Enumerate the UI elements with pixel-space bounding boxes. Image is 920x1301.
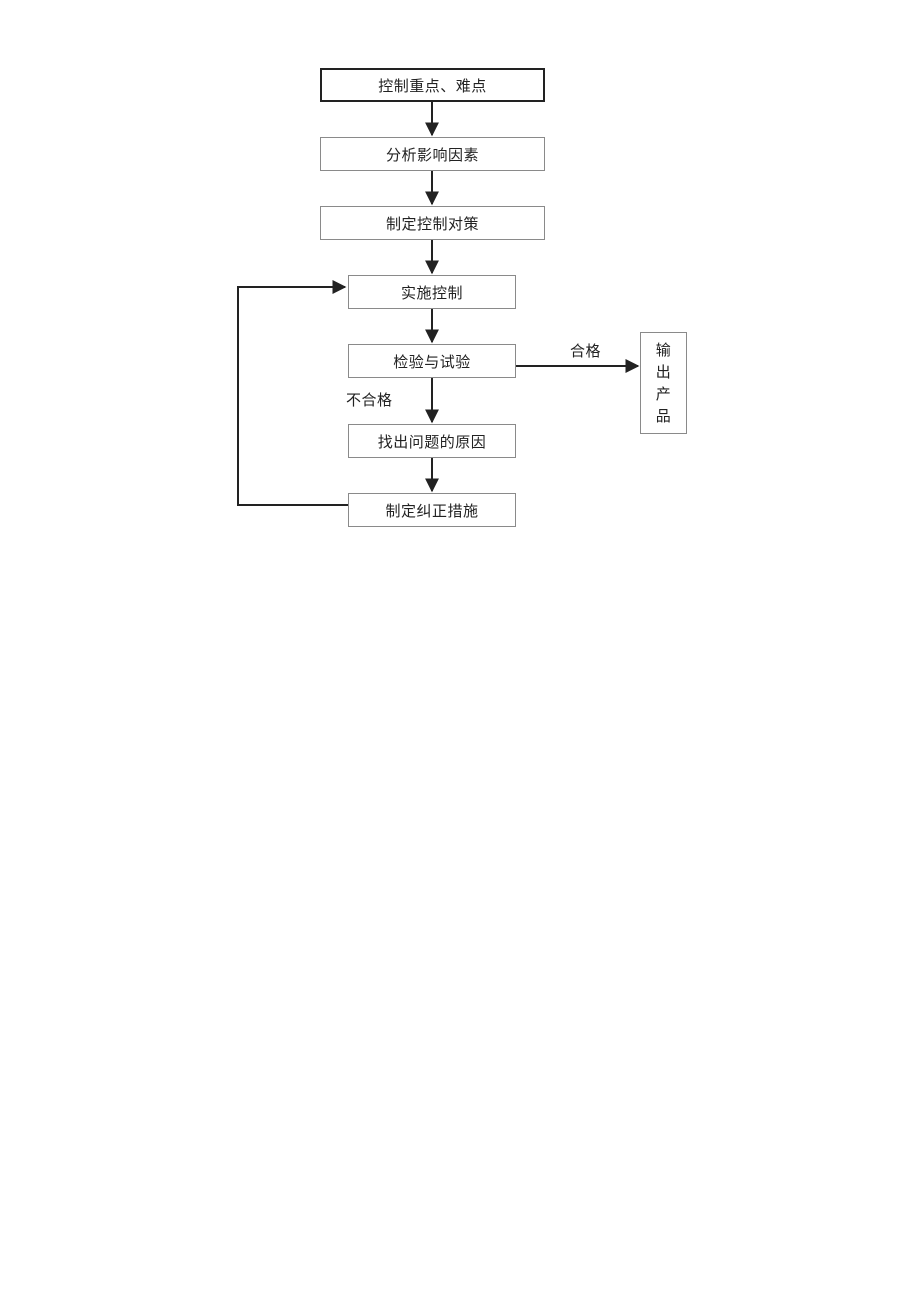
node-output-product: 输 出 产 品 (640, 332, 687, 434)
node-control-points-label: 控制重点、难点 (378, 76, 487, 95)
node-inspect-test-label: 检验与试验 (393, 352, 471, 371)
node-output-char-2: 出 (655, 363, 672, 381)
node-output-char-3: 产 (655, 385, 672, 403)
node-find-causes-label: 找出问题的原因 (377, 432, 487, 451)
arrow-corrective-loop-to-implement (237, 280, 348, 506)
node-output-char-4: 品 (655, 407, 672, 425)
node-implement-control-label: 实施控制 (400, 283, 463, 302)
node-find-causes: 找出问题的原因 (348, 424, 516, 458)
node-output-char-1: 输 (655, 341, 672, 359)
node-analyze-factors: 分析影响因素 (320, 137, 545, 171)
node-make-measures-label: 制定控制对策 (385, 214, 479, 233)
node-analyze-factors-label: 分析影响因素 (385, 145, 479, 164)
node-corrective-measures-label: 制定纠正措施 (385, 501, 479, 520)
node-control-points: 控制重点、难点 (320, 68, 545, 102)
node-corrective-measures: 制定纠正措施 (348, 493, 516, 527)
node-implement-control: 实施控制 (348, 275, 516, 309)
node-inspect-test: 检验与试验 (348, 344, 516, 378)
node-make-measures: 制定控制对策 (320, 206, 545, 240)
edge-label-pass: 合格 (570, 342, 602, 360)
edge-label-fail: 不合格 (346, 391, 393, 409)
